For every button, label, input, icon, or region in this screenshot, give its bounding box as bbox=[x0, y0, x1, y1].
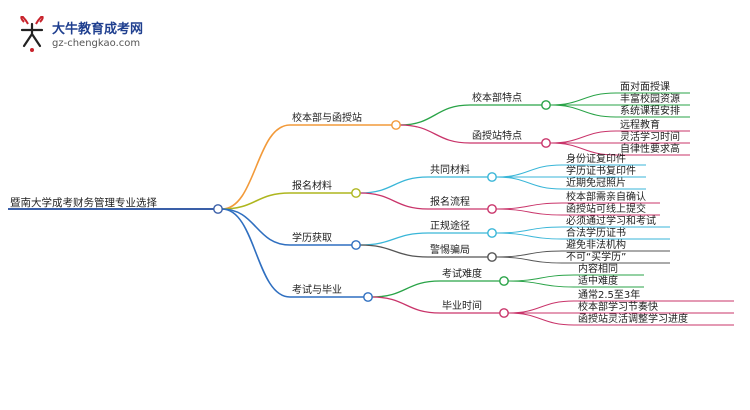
leaf-label-2-0-1: 合法学历证书 bbox=[566, 226, 626, 239]
bull-logo-icon bbox=[20, 16, 44, 52]
sub-node-0-0[interactable] bbox=[541, 100, 551, 110]
branch-label-0: 校本部与函授站 bbox=[292, 111, 362, 124]
connector-line bbox=[495, 256, 563, 264]
branch-node-3[interactable] bbox=[363, 292, 373, 302]
connector-line bbox=[495, 164, 563, 178]
connector-line bbox=[549, 130, 617, 144]
leaf-label-3-1-0: 通常2.5至3年 bbox=[578, 288, 640, 301]
connector-line bbox=[495, 250, 563, 258]
sub-node-0-1[interactable] bbox=[541, 138, 551, 148]
branch-label-3: 考试与毕业 bbox=[292, 283, 342, 296]
leaf-label-3-1-2: 函授站灵活调整学习进度 bbox=[578, 312, 688, 325]
connector-line bbox=[371, 296, 441, 314]
leaf-label-1-0-0: 身份证复印件 bbox=[566, 152, 626, 165]
leaf-label-0-0-2: 系统课程安排 bbox=[620, 104, 680, 117]
connector-line bbox=[549, 142, 617, 156]
sub-label-2-1: 警惕骗局 bbox=[430, 243, 470, 256]
leaf-label-2-0-0: 必须通过学习和考试 bbox=[566, 214, 656, 227]
sub-node-2-0[interactable] bbox=[487, 228, 497, 238]
leaf-label-0-1-2: 自律性要求高 bbox=[620, 142, 680, 155]
sub-label-0-0: 校本部特点 bbox=[472, 91, 522, 104]
leaf-label-1-0-1: 学历证书复印件 bbox=[566, 164, 636, 177]
connector-line bbox=[495, 202, 563, 210]
leaf-label-0-1-1: 灵活学习时间 bbox=[620, 130, 680, 143]
leaf-label-2-1-1: 不可“买学历” bbox=[566, 250, 626, 263]
connector-line bbox=[371, 280, 441, 298]
leaf-label-1-1-0: 校本部需亲自确认 bbox=[566, 190, 646, 203]
sub-label-3-0: 考试难度 bbox=[442, 267, 482, 280]
sub-label-2-0: 正规途径 bbox=[430, 219, 470, 232]
connector-line bbox=[507, 274, 575, 282]
leaf-label-0-1-0: 远程教育 bbox=[620, 118, 660, 131]
leaf-label-0-0-1: 丰富校园资源 bbox=[620, 92, 680, 105]
sub-node-1-1[interactable] bbox=[487, 204, 497, 214]
sub-label-0-1: 函授站特点 bbox=[472, 129, 522, 142]
sub-label-3-1: 毕业时间 bbox=[442, 299, 482, 312]
connector-line bbox=[221, 192, 291, 210]
logo-url: gz-chengkao.com bbox=[52, 38, 141, 49]
connector-line bbox=[549, 92, 617, 106]
connector-line bbox=[359, 176, 429, 194]
connector-line bbox=[495, 208, 563, 216]
leaf-label-1-1-1: 函授站可线上提交 bbox=[566, 202, 646, 215]
connector-line bbox=[221, 208, 291, 246]
connector-line bbox=[221, 208, 291, 298]
branch-label-2: 学历获取 bbox=[292, 231, 332, 244]
connector-line bbox=[495, 226, 563, 234]
connector-line bbox=[359, 192, 429, 210]
connector-line bbox=[495, 176, 563, 190]
root-node[interactable] bbox=[213, 204, 223, 214]
connector-line bbox=[399, 104, 471, 126]
branch-node-1[interactable] bbox=[351, 188, 361, 198]
sub-node-3-1[interactable] bbox=[499, 308, 509, 318]
leaf-label-3-0-0: 内容相同 bbox=[578, 262, 618, 275]
branch-node-0[interactable] bbox=[391, 120, 401, 130]
connector-line bbox=[507, 312, 575, 326]
branch-node-2[interactable] bbox=[351, 240, 361, 250]
connector-line bbox=[507, 280, 575, 288]
leaf-label-2-1-0: 避免非法机构 bbox=[566, 238, 626, 251]
connector-line bbox=[221, 124, 291, 210]
leaf-label-0-0-0: 面对面授课 bbox=[620, 80, 670, 93]
connector-line bbox=[549, 104, 617, 118]
connector-line bbox=[507, 300, 575, 314]
leaf-label-1-0-2: 近期免冠照片 bbox=[566, 176, 626, 189]
site-logo: 大牛教育成考网 gz-chengkao.com bbox=[18, 14, 158, 58]
sub-node-3-0[interactable] bbox=[499, 276, 509, 286]
root-label: 暨南大学成考财务管理专业选择 bbox=[10, 196, 157, 209]
connector-line bbox=[495, 232, 563, 240]
connector-line bbox=[399, 124, 471, 144]
leaf-label-3-0-1: 适中难度 bbox=[578, 274, 618, 287]
sub-label-1-1: 报名流程 bbox=[430, 195, 470, 208]
branch-label-1: 报名材料 bbox=[292, 179, 332, 192]
logo-title: 大牛教育成考网 bbox=[52, 22, 144, 37]
sub-node-2-1[interactable] bbox=[487, 252, 497, 262]
sub-label-1-0: 共同材料 bbox=[430, 163, 470, 176]
connector-line bbox=[359, 232, 429, 246]
sub-node-1-0[interactable] bbox=[487, 172, 497, 182]
connector-line bbox=[359, 244, 429, 258]
leaf-label-3-1-1: 校本部学习节奏快 bbox=[578, 300, 658, 313]
